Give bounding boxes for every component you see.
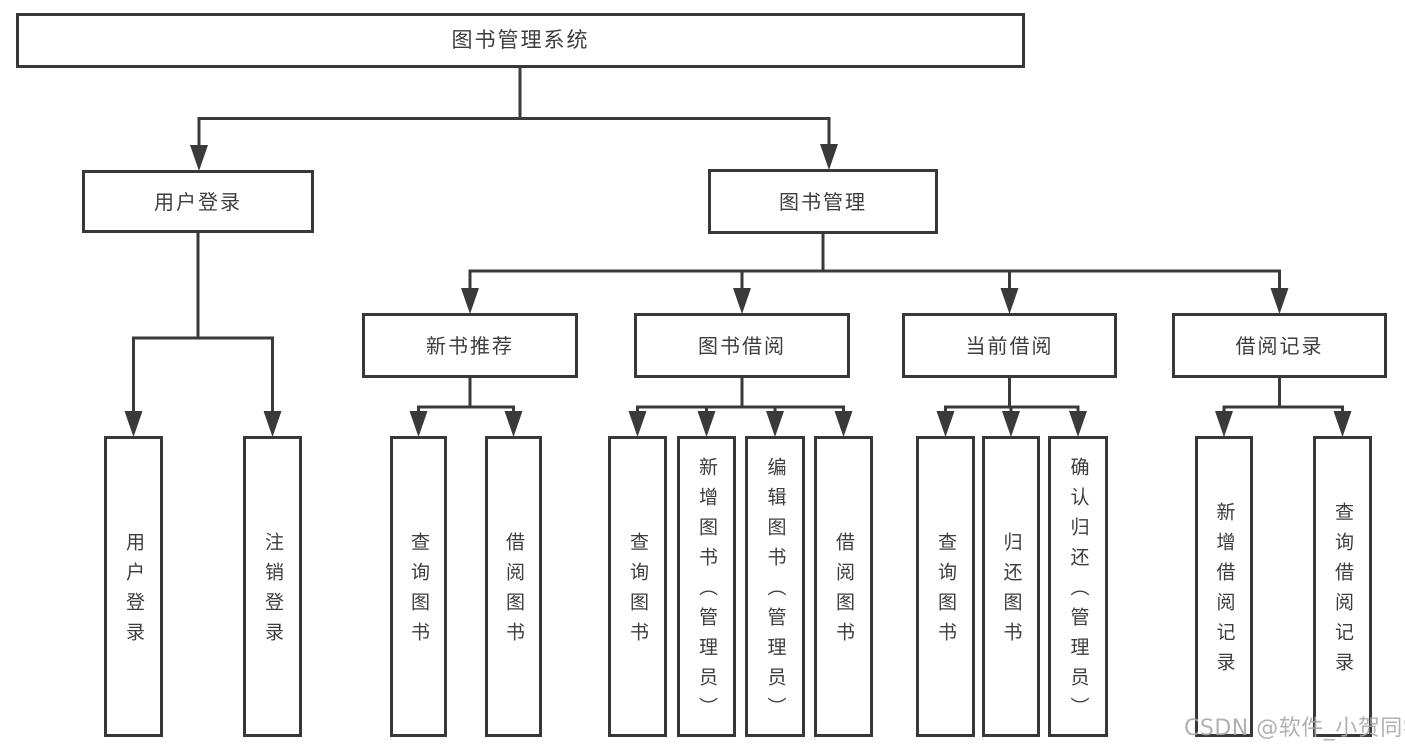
- node-book-management: 图书管理: [708, 169, 938, 234]
- node-leaf-borrow-books-borrow: 借阅图书: [814, 436, 873, 737]
- connector-records-branch: [1215, 378, 1352, 437]
- node-leaf-confirm-return-admin: 确认归还（管理员）: [1048, 436, 1108, 737]
- connector-recommend-branch: [409, 378, 523, 437]
- node-borrow-records: 借阅记录: [1172, 313, 1387, 378]
- node-new-book-recommend: 新书推荐: [362, 313, 578, 378]
- node-leaf-user-login: 用户登录: [104, 436, 163, 737]
- node-current-borrow: 当前借阅: [902, 313, 1117, 378]
- node-leaf-add-book-admin: 新增图书（管理员）: [677, 436, 736, 737]
- node-system-root: 图书管理系统: [16, 13, 1025, 68]
- connector-root-to-level2: [190, 66, 838, 171]
- connector-current-branch: [936, 378, 1087, 437]
- node-leaf-query-books-borrow: 查询图书: [608, 436, 667, 737]
- node-leaf-borrow-books-recommend: 借阅图书: [485, 436, 542, 737]
- node-user-login: 用户登录: [82, 170, 314, 233]
- node-leaf-query-books-recommend: 查询图书: [390, 436, 447, 737]
- watermark-text: CSDN @软件_小贺同学: [1184, 716, 1405, 741]
- node-leaf-query-borrow-record: 查询借阅记录: [1313, 436, 1372, 737]
- connector-login-branch: [124, 233, 282, 437]
- node-leaf-logout: 注销登录: [243, 436, 302, 737]
- connector-borrow-branch: [628, 378, 853, 437]
- node-leaf-add-borrow-record: 新增借阅记录: [1195, 436, 1253, 737]
- connector-management-branch: [461, 234, 1289, 314]
- node-leaf-query-books-current: 查询图书: [916, 436, 975, 737]
- node-leaf-return-books: 归还图书: [982, 436, 1040, 737]
- node-leaf-edit-book-admin: 编辑图书（管理员）: [745, 436, 805, 737]
- node-book-borrow: 图书借阅: [634, 313, 850, 378]
